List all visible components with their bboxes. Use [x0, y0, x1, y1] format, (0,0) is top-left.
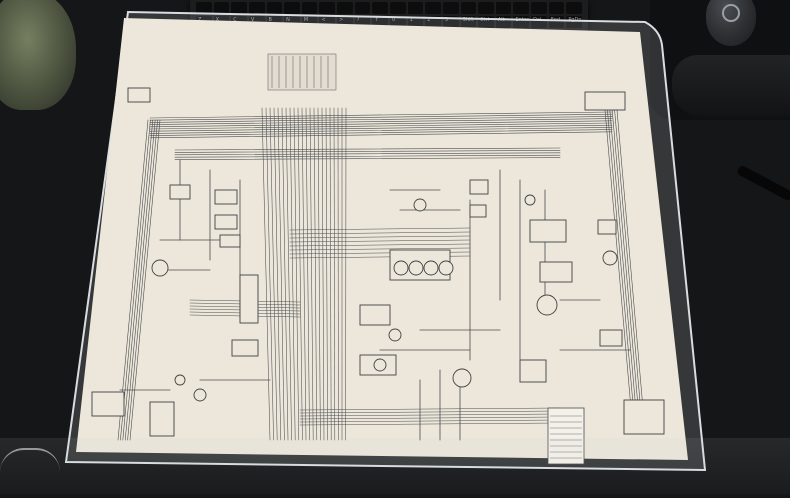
component-box	[470, 180, 488, 194]
gauge-symbol	[453, 369, 471, 387]
component-box	[360, 305, 390, 325]
gauge-symbol	[537, 295, 557, 315]
component-box	[540, 262, 572, 282]
gauge-symbol	[424, 261, 438, 275]
gauge-symbol	[152, 260, 168, 276]
component-box	[170, 185, 190, 199]
component-box	[240, 275, 258, 323]
component-box	[520, 360, 546, 382]
component-box	[215, 215, 237, 229]
gauge-symbol	[194, 389, 206, 401]
component-box	[92, 392, 124, 416]
component-box	[150, 402, 174, 436]
component-box	[220, 235, 240, 247]
component-box	[530, 220, 566, 242]
component-box	[585, 92, 625, 110]
gauge-symbol	[414, 199, 426, 211]
glass-desk-edge	[0, 438, 790, 494]
gauge-symbol	[409, 261, 423, 275]
component-box	[232, 340, 258, 356]
gauge-symbol	[394, 261, 408, 275]
gauge-symbol	[603, 251, 617, 265]
gauge-symbol	[175, 375, 185, 385]
gauge-symbol	[389, 329, 401, 341]
gauge-symbol	[374, 359, 386, 371]
component-box	[215, 190, 237, 204]
component-box	[470, 205, 486, 217]
component-box	[624, 400, 664, 434]
gauge-symbol	[439, 261, 453, 275]
component-box	[600, 330, 622, 346]
header-block	[268, 54, 336, 90]
component-box	[128, 88, 150, 102]
component-box	[598, 220, 616, 234]
gauge-symbol	[525, 195, 535, 205]
diagram-paper	[76, 18, 688, 460]
